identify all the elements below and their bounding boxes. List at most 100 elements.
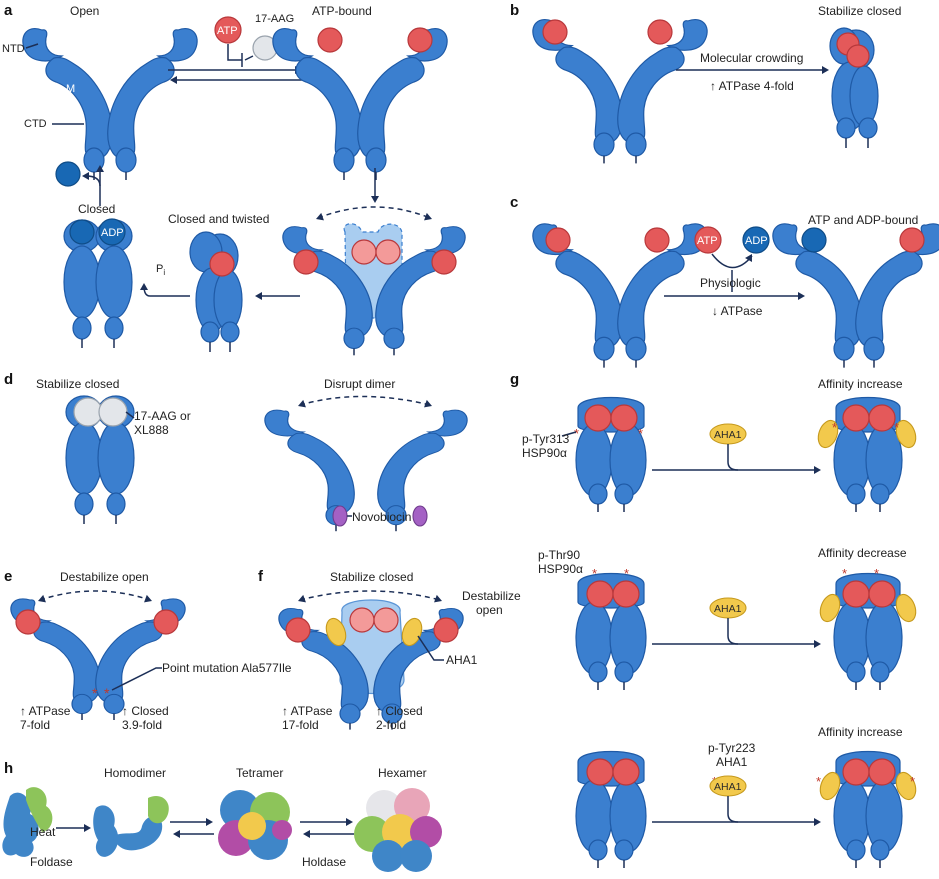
c-atpase-label: ↓ ATPase: [712, 304, 763, 318]
hexamer-structure: [354, 788, 442, 872]
atp-molecule: [214, 16, 242, 44]
mutation-star-left: *: [92, 685, 98, 701]
open-dimer-b: [532, 18, 708, 165]
open-dimer-c: [532, 223, 708, 369]
svg-text:*: *: [874, 566, 879, 581]
g-row3-title: Affinity increase: [818, 725, 903, 739]
panel-c: c ATP and ADP-bound ATP ADP Physiologic …: [510, 194, 939, 369]
closed-twisted-dimer: [189, 231, 243, 352]
foldase-structure: [2, 787, 53, 857]
closed-label: Closed: [78, 202, 115, 216]
mixed-dimer-c: [772, 223, 939, 369]
atp-label: ATP: [217, 25, 238, 37]
middle-domain-label: M: [66, 83, 75, 95]
panel-f-label: f: [258, 568, 264, 585]
g-row1-site2: HSP90α: [522, 446, 567, 460]
tetramer-label: Tetramer: [236, 766, 283, 780]
panel-g: g Affinity increase * * p-Tyr313 HSP90α …: [510, 371, 917, 868]
f-destab1: Destabilize: [462, 589, 521, 603]
c-adp-molecule: [742, 226, 770, 254]
svg-text:*: *: [832, 420, 837, 435]
closed-dimer-b: [829, 27, 879, 148]
e-title: Destabilize open: [60, 570, 149, 584]
heat-label: Heat: [30, 825, 56, 839]
g-row2-site1: p-Thr90: [538, 548, 580, 562]
mutation-label: Point mutation Ala577Ile: [162, 661, 292, 675]
panel-e: e Destabilize open * * Point mutation Al…: [4, 568, 292, 732]
panel-b-label: b: [510, 2, 519, 19]
panel-d-label: d: [4, 371, 13, 388]
atpase-effect-label: ↑ ATPase 4-fold: [710, 79, 794, 93]
f-title: Stabilize closed: [330, 570, 413, 584]
g-row3-right-dimer: * *: [816, 750, 917, 868]
open-dimer: M: [22, 27, 198, 181]
closed-adp-right: [98, 218, 126, 246]
g-row3-left-dimer: [575, 750, 647, 868]
g-row1-title: Affinity increase: [818, 377, 903, 391]
f-aha1-dimer: [278, 599, 464, 731]
e-mutant-dimer: * *: [10, 598, 186, 721]
f-closed1: ↑ Closed: [376, 704, 423, 718]
svg-text:*: *: [638, 426, 643, 441]
novobiocin-label: Novobiocin: [352, 510, 411, 524]
c-atp-molecule: [694, 226, 722, 254]
ntd-label: NTD: [2, 43, 25, 55]
e-atpase2: 7-fold: [20, 718, 50, 732]
f-closed2: 2-fold: [376, 718, 406, 732]
g-row1-left-dimer: * *: [574, 396, 647, 512]
panel-h-label: h: [4, 760, 13, 777]
g-row3-site2: AHA1: [716, 755, 748, 769]
d-inhibited-dimer: [65, 395, 135, 525]
d-drug2-label: XL888: [134, 423, 169, 437]
holdase-label: Holdase: [302, 855, 346, 869]
mutation-star-right: *: [104, 685, 110, 701]
atp-bound-right: [407, 27, 433, 53]
ctd-label: CTD: [24, 118, 47, 130]
g-row2-aha1-label: AHA1: [714, 603, 742, 615]
homodimer-label: Homodimer: [104, 766, 166, 780]
homodimer-structure: [93, 795, 169, 857]
panel-b-title: Stabilize closed: [818, 4, 901, 18]
atp-bound-left: [317, 27, 343, 53]
panel-f: f Stabilize closed Destabilize open AHA1…: [258, 568, 521, 732]
d-left-title: Stabilize closed: [36, 377, 119, 391]
inhibitor-label: 17-AAG: [255, 13, 294, 25]
atp-bound-label: ATP-bound: [312, 4, 372, 18]
g-row3-site1: p-Tyr223: [708, 741, 756, 755]
g-row1-right-dimer: * *: [817, 396, 917, 512]
crowding-label: Molecular crowding: [700, 51, 803, 65]
tetramer-structure: [218, 790, 292, 860]
closed-adp-dimer: ADP: [63, 218, 133, 349]
panel-g-label: g: [510, 371, 519, 388]
f-aha1-label: AHA1: [446, 653, 478, 667]
physiologic-label: Physiologic: [700, 276, 761, 290]
open-label: Open: [70, 4, 99, 18]
released-adp-molecule: [55, 161, 81, 187]
svg-text:*: *: [894, 420, 899, 435]
g-row2-title: Affinity decrease: [818, 546, 907, 560]
g-row1-site1: p-Tyr313: [522, 432, 570, 446]
panel-b: b Stabilize closed Molecular crowding ↑ …: [510, 2, 901, 165]
panel-e-label: e: [4, 568, 12, 585]
d-disrupted-dimer: [264, 409, 468, 532]
e-closed1: ↑ Closed: [122, 704, 169, 718]
pi-label: Pi: [156, 263, 165, 277]
g-row2-right-dimer: * *: [819, 566, 917, 690]
c-adp-label: ADP: [745, 235, 768, 247]
hexamer-label: Hexamer: [378, 766, 427, 780]
closed-twisted-label: Closed and twisted: [168, 212, 269, 226]
panel-a-label: a: [4, 2, 13, 19]
g-row2-left-dimer: * *: [575, 566, 647, 690]
e-closed2: 3.9-fold: [122, 718, 162, 732]
svg-text:*: *: [816, 774, 821, 789]
svg-text:*: *: [842, 566, 847, 581]
d-drug1-label: 17-AAG or: [134, 409, 191, 423]
d-right-title: Disrupt dimer: [324, 377, 395, 391]
g-row2-site2: HSP90α: [538, 562, 583, 576]
adp-label: ADP: [101, 227, 124, 239]
panel-d: d Stabilize closed 17-AAG or XL888 Disru…: [4, 371, 468, 532]
panel-c-title: ATP and ADP-bound: [808, 213, 918, 227]
panel-c-label: c: [510, 194, 518, 211]
svg-text:*: *: [574, 426, 579, 441]
